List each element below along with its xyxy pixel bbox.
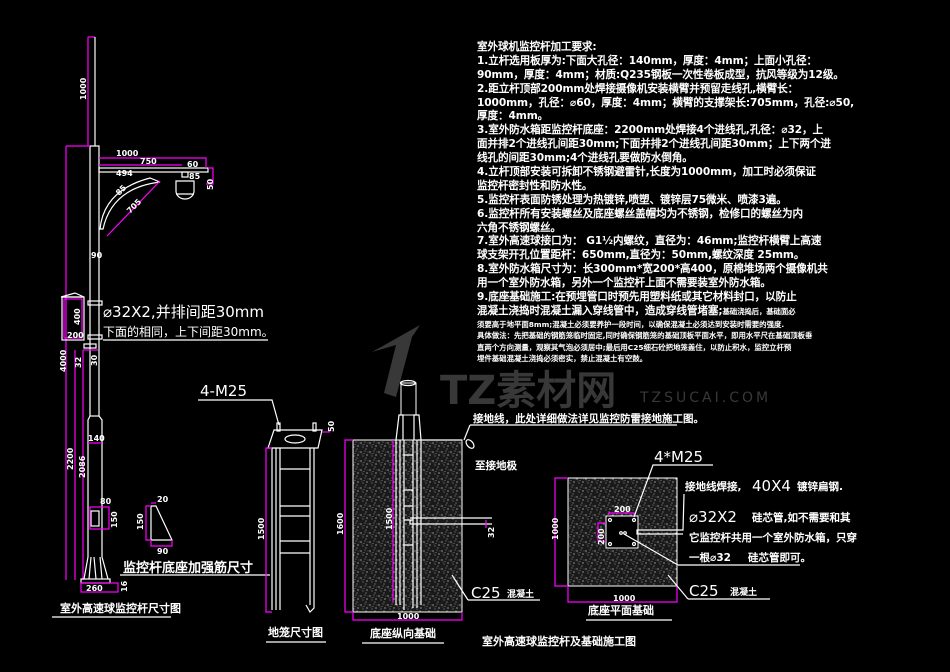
note-line: 7.室外高速球接口为： G1½内螺纹，直径为：46mm;监控杆横臂上高速	[477, 235, 822, 248]
dim-4000: 4000	[59, 349, 68, 372]
plan-tube-e: 硅芯管即可。	[748, 551, 811, 564]
rib-detail: 20 150 90 监控杆底座加强筋尺寸	[120, 495, 270, 576]
note-line: 球支架开孔位置距杆：650mm,直径为：50mm,螺纹深度 25mm。	[477, 249, 805, 262]
section-dim-32: 32	[487, 527, 496, 538]
dim-60: 60	[187, 160, 199, 169]
hole-note-2: 下面的相同，上下间距30mm。	[103, 324, 274, 339]
dim-30: 30	[90, 354, 99, 366]
anchor-cage: 4-M25 50 1500 地笼尺寸图	[198, 382, 336, 643]
dim-150: 150	[110, 511, 119, 528]
plan-ground-b: 40X4	[752, 477, 791, 495]
rib-dim-150: 150	[136, 513, 145, 530]
plan-bolt-label: 4*M25	[654, 448, 703, 466]
dim-140: 140	[88, 434, 105, 443]
note-line: 8.室外防水箱尺寸为：长300mm*宽200*高400，原棉堆场两个摄像机共	[477, 263, 828, 276]
plan-tube-b: 硅芯管,如不需要和其	[752, 511, 851, 524]
rib-dim-20: 20	[157, 495, 169, 504]
note-line: 室外球机监控杆加工要求:	[477, 41, 597, 53]
dim-494: 494	[116, 169, 133, 178]
dim-80: 80	[100, 497, 112, 506]
dim-750: 750	[140, 157, 157, 166]
section-caption: 底座纵向基础	[370, 626, 436, 640]
ground-note: 接地线，此处详细做法详见监控防雷接地施工图。	[473, 412, 704, 425]
note-line: 线孔的间距30mm;4个进线孔要做防水倒角。	[477, 152, 693, 165]
plan-concrete-label: 混凝土	[730, 586, 757, 598]
dim-705: 705	[125, 197, 143, 215]
watermark: TZ素材网 TZSUCAI.COM	[372, 325, 771, 414]
note-small-line: 具体做法：先把基础的钢筋笼临时固定,同时确保钢筋笼的基础顶板平面水平，即用水平尺…	[477, 331, 813, 341]
ground-pole: 至接地极	[475, 459, 517, 472]
pole-elevation: 1000 1000 750 494 60 85 50 85 705 90 400…	[52, 36, 274, 618]
plan-tube-a: ⌀32X2	[689, 508, 737, 526]
section-dim-1600: 1600	[336, 512, 345, 535]
foundation-section: 1600 1000 1500 32 接地线，此处详细做法详见监控防雷接地施工图。…	[336, 379, 704, 644]
plan-caption: 底座平面基础	[588, 603, 654, 617]
section-concrete-label: 混凝土	[507, 588, 534, 600]
pole-caption: 室外高速球监控杆尺寸图	[60, 601, 181, 615]
note-line: 厚度：4mm。	[477, 110, 549, 123]
note-line: 监控杆密封性和防水性。	[477, 179, 593, 192]
note-line: 5.监控杆表面防锈处理为热镀锌,喷塑、镀锌层75微米、喷漆3遍。	[477, 193, 787, 206]
plan-concrete-code: C25	[689, 582, 719, 600]
plan-ground-a: 接地线焊接,	[685, 480, 742, 493]
section-concrete-code: C25	[471, 584, 501, 602]
note-line: 90mm，厚度：4mm；材质:Q235钢板一次性卷板成型，抗风等级为12级。	[477, 68, 844, 81]
section-dim-1500: 1500	[385, 507, 394, 530]
dim-400: 400	[73, 308, 82, 325]
dim-2200: 2200	[66, 447, 75, 470]
note-line-small: 基础浇捣后，基础面必	[722, 306, 796, 316]
cage-dim-1500: 1500	[257, 517, 266, 540]
dim-2086: 2086	[78, 455, 87, 478]
note-line: 1.立杆选用板厚为:下面大孔径：140mm，厚度：4mm；上面小孔径：	[477, 54, 818, 67]
plan-dim-1000-bottom: 1000	[613, 594, 636, 603]
note-small-line: 须要高于地平面8mm;混凝土必须要养护一段时间，以确保混凝土必须达到安装时需要的…	[477, 319, 785, 329]
access-door	[90, 510, 100, 527]
foundation-plan: 1000 1000 200 200 4*M25 接地线焊接, 40X4 镀锌扁钢…	[551, 448, 857, 621]
note-line: 六角不锈钢螺丝。	[477, 221, 561, 234]
plan-dim-200-side: 200	[597, 528, 606, 545]
rib-caption: 监控杆底座加强筋尺寸	[123, 560, 253, 576]
rib-dim-90: 90	[157, 547, 169, 556]
cage-caption: 地笼尺寸图	[268, 625, 323, 639]
plan-dim-1000-side: 1000	[551, 517, 560, 540]
cage-dim-50: 50	[327, 420, 336, 432]
note-line: 9.底座基础施工:在预埋管口时预先用塑料纸或其它材料封口，以防止	[477, 291, 797, 304]
watermark-logo: TZ素材网	[440, 368, 616, 414]
dim-85a: 85	[189, 172, 201, 181]
note-line: 面并排2个进线孔间距30mm;下面并排2个进线孔间距30mm；上下两个进	[477, 138, 831, 151]
hole-note-1: ⌀32X2,并排间距30mm	[103, 303, 264, 321]
waterproof-box: 400 200	[60, 292, 85, 341]
note-line: 1000mm，孔径：⌀60，厚度：4mm；横臂的支撑架长:705mm，孔径:⌀5…	[477, 96, 855, 109]
dim-32: 32	[74, 357, 83, 368]
cage-bolt-label: 4-M25	[200, 382, 247, 400]
dim-arm: 1000	[116, 149, 139, 158]
note-line: 2.距立杆顶部200mm处焊接摄像机安装横臂并预留走线孔,横臂长：	[477, 82, 799, 95]
plan-tube-d: 一根⌀32	[689, 551, 731, 564]
note-line: 4.立杆顶部安装可拆卸不锈钢避雷针,长度为1000mm，加工时必须保证	[477, 166, 816, 179]
dim-260: 260	[86, 584, 103, 593]
note-line: 用一个室外防水箱，另外一个监控杆上面不需要装室外防水箱。	[477, 277, 771, 290]
note-line: 混凝土浇捣时混凝土漏入穿线管中，造成穿线管堵塞;基础浇捣后，基础面必	[477, 305, 867, 319]
section-dim-1000: 1000	[397, 612, 420, 621]
note-line: 6.监控杆所有安装螺丝及底座螺丝盖帽均为不锈钢，检修口的螺丝为内	[477, 207, 804, 220]
dim-rod: 1000	[79, 77, 88, 100]
note-small-line: 埋件基础混凝土浇捣必须密实，禁止混凝土有空鼓。	[477, 354, 647, 364]
note-line-main: 混凝土浇捣时混凝土漏入穿线管中，造成穿线管堵塞;	[477, 304, 723, 317]
note-small-line: 直两个方向测量，观察其气泡必须居中;最后用C25细石砼把地笼盖住，以防止积水，监…	[477, 342, 792, 352]
dome-camera-icon	[175, 171, 195, 200]
processing-requirements: 室外球机监控杆加工要求: 1.立杆选用板厚为:下面大孔径：140mm，厚度：4m…	[477, 41, 867, 365]
plan-ground-c: 镀锌扁钢.	[797, 480, 843, 493]
dim-16: 16	[120, 580, 129, 592]
plan-dim-200-top: 200	[614, 505, 631, 514]
dim-90: 90	[91, 251, 103, 260]
watermark-url: TZSUCAI.COM	[639, 390, 771, 406]
dim-200: 200	[67, 331, 84, 340]
main-caption: 室外高速球监控杆及基础施工图	[482, 634, 636, 648]
plan-tube-c: 它监控杆共用一个室外防水箱，只穿	[689, 531, 857, 544]
note-line: 3.室外防水箱距监控杆底座：2200mm处焊接4个进线孔,孔径：⌀32，上	[477, 124, 824, 137]
dim-50: 50	[206, 178, 215, 190]
